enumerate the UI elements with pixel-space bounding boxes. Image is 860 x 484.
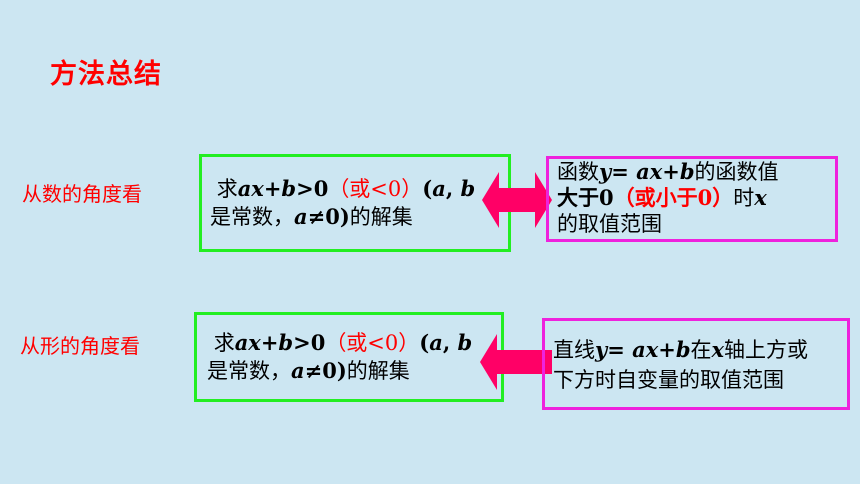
row2-right-l1-mid: 在 <box>690 338 712 362</box>
row1-left-suffix: 的解集 <box>349 205 413 229</box>
row1-function-box: 函数y= ax+b的函数值 大于0（或小于0）时x 的取值范围 <box>546 156 838 242</box>
row1-left-comma: , <box>445 176 461 201</box>
row2-right-line1: 直线y= ax+b在x轴上方或 <box>553 335 847 365</box>
row1-double-arrow-icon <box>482 172 552 228</box>
row2-left-suffix: 的解集 <box>346 359 410 383</box>
row2-left-open: ( <box>419 330 430 355</box>
row2-left-a2: a <box>291 358 305 383</box>
row1-left-a2: a <box>294 204 308 229</box>
row2-line-box: 直线y= ax+b在x轴上方或 下方时自变量的取值范围 <box>542 318 850 410</box>
row1-right-l2-prefix: 大于0 <box>557 185 614 210</box>
row2-left-line2: 是常数，a≠0)的解集 <box>207 357 493 385</box>
row2-right-l1-prefix: 直线 <box>553 338 595 362</box>
row2-left-a: a <box>429 330 443 355</box>
row2-left-b: b <box>457 330 473 355</box>
row1-left-paren: （或<0） <box>328 177 423 201</box>
row1-right-l2-mid: 时 <box>733 186 755 210</box>
row2-left-paren: （或<0） <box>325 331 420 355</box>
row1-left-b: b <box>460 176 476 201</box>
row2-right-line2: 下方时自变量的取值范围 <box>553 368 784 392</box>
row1-left-neq: ≠0) <box>307 204 350 229</box>
row1-left-prefix: 求 <box>216 177 238 201</box>
row1-left-line2-text: 是常数， <box>210 205 294 229</box>
row1-right-l2-x: x <box>754 185 767 210</box>
row1-right-line1: 函数y= ax+b的函数值 <box>557 159 835 185</box>
row1-left-line2: 是常数，a≠0)的解集 <box>210 203 500 231</box>
row1-left-line1: 求ax+b>0（或<0）(a, b <box>210 175 500 203</box>
row1-right-line3: 的取值范围 <box>557 212 662 236</box>
row1-left-a: a <box>432 176 446 201</box>
row1-right-l1-expr: y= ax+b <box>599 159 695 184</box>
row2-left-comma: , <box>442 330 458 355</box>
row1-equation-box: 求ax+b>0（或<0）(a, b 是常数，a≠0)的解集 <box>199 154 511 252</box>
row2-right-l1-suffix: 轴上方或 <box>724 338 809 362</box>
row1-left-expr: ax+b <box>237 176 297 201</box>
row1-left-gt: >0 <box>296 176 329 201</box>
row1-right-l1-prefix: 函数 <box>557 160 599 184</box>
row1-right-l2-paren: （或小于0） <box>613 185 734 210</box>
row2-right-l1-expr: y= ax+b <box>595 337 691 362</box>
row2-left-gt: >0 <box>293 330 326 355</box>
row1-label: 从数的角度看 <box>22 182 142 206</box>
row2-left-neq: ≠0) <box>304 358 347 383</box>
row2-left-line2-text: 是常数， <box>207 359 291 383</box>
row2-double-arrow-icon <box>480 334 552 390</box>
row1-left-open: ( <box>422 176 433 201</box>
row2-left-line1: 求ax+b>0（或<0）(a, b <box>207 329 493 357</box>
row2-label: 从形的角度看 <box>20 334 140 358</box>
row1-right-l1-suffix: 的函数值 <box>694 160 779 184</box>
row1-right-line2: 大于0（或小于0）时x <box>557 185 835 211</box>
row2-equation-box: 求ax+b>0（或<0）(a, b 是常数，a≠0)的解集 <box>194 312 504 402</box>
row2-left-prefix: 求 <box>213 331 235 355</box>
row2-left-expr: ax+b <box>234 330 294 355</box>
row2-right-l1-x: x <box>711 337 725 362</box>
page-title: 方法总结 <box>50 59 162 90</box>
